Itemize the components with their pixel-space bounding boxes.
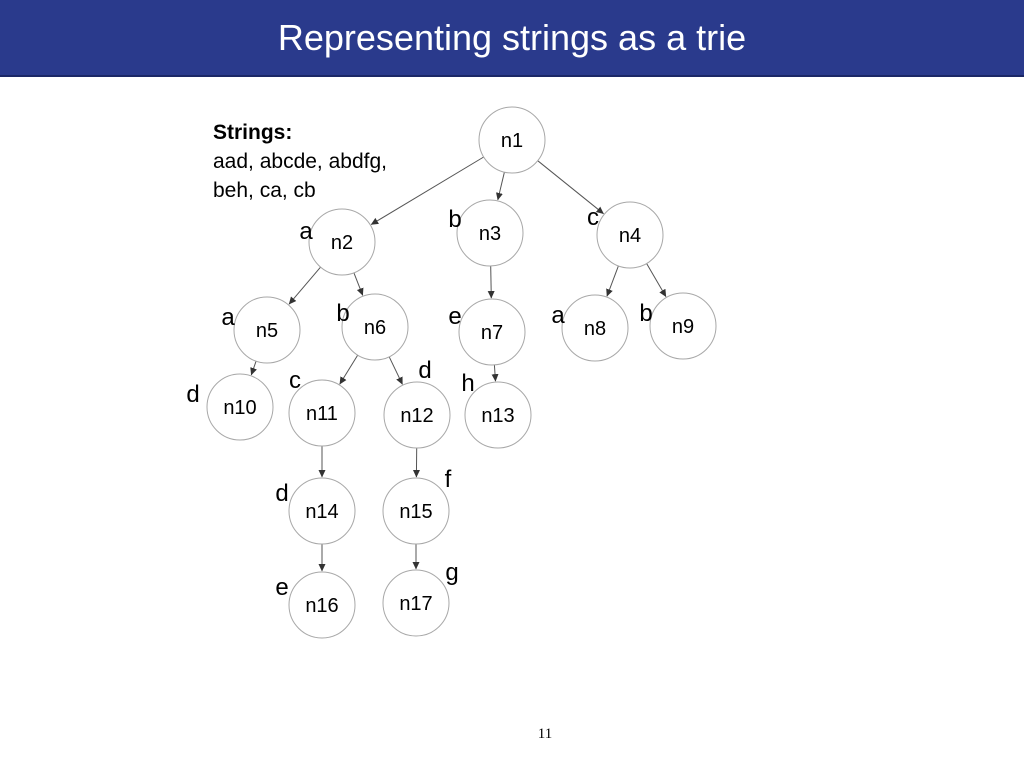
node-label-n15: n15	[399, 501, 432, 523]
node-n11: n11	[288, 379, 356, 447]
edge-n2-n6	[353, 272, 364, 296]
node-label-n9: n9	[672, 316, 694, 338]
edge-label-n5-n10: d	[186, 381, 199, 408]
edge-label-n4-n8: a	[551, 302, 565, 329]
node-n1: n1	[478, 106, 546, 174]
edge-label-n12-n15: f	[445, 466, 452, 493]
node-label-n8: n8	[584, 318, 606, 340]
node-label-n16: n16	[305, 595, 338, 617]
node-circle-n2	[308, 208, 376, 276]
node-n16: n16	[288, 571, 356, 639]
node-label-n5: n5	[256, 320, 278, 342]
strings-box: Strings: aad, abcde, abdfg, beh, ca, cb	[213, 118, 473, 205]
node-n10: n10	[206, 373, 274, 441]
edge-n7-n13	[491, 364, 499, 382]
edge-n6-n11	[339, 354, 359, 385]
node-n7: n7	[458, 298, 526, 366]
node-label-n1: n1	[501, 130, 523, 152]
node-label-n2: n2	[331, 232, 353, 254]
strings-line-1: aad, abcde, abdfg,	[213, 150, 387, 173]
node-n17: n17	[382, 569, 450, 637]
node-circle-n12	[383, 381, 451, 449]
edge-n1-n3	[496, 171, 505, 201]
edge-label-n14-n16: e	[275, 574, 288, 601]
edge-n1-n4	[537, 160, 604, 215]
edge-label-n11-n14: d	[275, 480, 288, 507]
node-circle-n6	[341, 293, 409, 361]
strings-heading: Strings:	[213, 121, 293, 144]
edge-label-n2-n5: a	[221, 304, 235, 331]
edge-n4-n8	[606, 265, 619, 297]
edge-labels-layer: a b c a b e a b d c d h d f e g	[186, 204, 652, 601]
node-circle-n15	[382, 477, 450, 545]
node-label-n6: n6	[364, 317, 386, 339]
node-label-n10: n10	[223, 397, 256, 419]
node-circle-n7	[458, 298, 526, 366]
edge-label-n1-n3: b	[448, 206, 461, 233]
node-label-n12: n12	[400, 405, 433, 427]
node-circle-n11	[288, 379, 356, 447]
node-circle-n8	[561, 294, 629, 362]
node-n14: n14	[288, 477, 356, 545]
node-label-n4: n4	[619, 225, 641, 247]
node-n6: n6	[341, 293, 409, 361]
node-circle-n16	[288, 571, 356, 639]
edge-label-n15-n17: g	[445, 559, 458, 586]
edges-layer	[250, 156, 667, 572]
edge-n5-n10	[250, 360, 257, 376]
edge-n4-n9	[646, 263, 667, 298]
title-bar: Representing strings as a trie	[0, 0, 1024, 77]
node-circle-n3	[456, 199, 524, 267]
node-n8: n8	[561, 294, 629, 362]
edge-label-n4-n9: b	[639, 300, 652, 327]
node-n13: n13	[464, 381, 532, 449]
edge-label-n2-n6: b	[336, 300, 349, 327]
node-circle-n5	[233, 296, 301, 364]
node-circle-n9	[649, 292, 717, 360]
page-number: 11	[537, 726, 553, 742]
edge-label-n1-n4: c	[587, 204, 599, 231]
node-label-n11: n11	[306, 403, 338, 425]
edge-n1-n2	[370, 156, 484, 225]
node-n5: n5	[233, 296, 301, 364]
edge-n6-n12	[388, 356, 403, 385]
node-label-n13: n13	[481, 405, 514, 427]
edge-n2-n5	[288, 266, 321, 305]
node-label-n17: n17	[399, 593, 432, 615]
node-label-n7: n7	[481, 322, 503, 344]
node-circle-n1	[478, 106, 546, 174]
edge-label-n6-n11: c	[289, 367, 301, 394]
node-n2: n2	[308, 208, 376, 276]
node-n4: n4	[596, 201, 664, 269]
node-n15: n15	[382, 477, 450, 545]
nodes-layer: n1 n2 n3 n4 n5 n6 n7 n8 n9 n10 n11 n12 n13 n14 n15 n16 n…	[206, 106, 717, 639]
node-label-n3: n3	[479, 223, 501, 245]
edge-n3-n7	[487, 265, 495, 299]
strings-line-2: beh, ca, cb	[213, 179, 316, 202]
edge-label-n3-n7: e	[448, 303, 461, 330]
node-n12: n12	[383, 381, 451, 449]
node-circle-n10	[206, 373, 274, 441]
node-label-n14: n14	[305, 501, 338, 523]
node-n3: n3	[456, 199, 524, 267]
node-n9: n9	[649, 292, 717, 360]
edge-label-n6-n12: d	[418, 357, 431, 384]
edge-label-n1-n2: a	[299, 218, 313, 245]
node-circle-n4	[596, 201, 664, 269]
edge-label-n7-n13: h	[461, 370, 474, 397]
node-circle-n14	[288, 477, 356, 545]
slide-title: Representing strings as a trie	[277, 17, 747, 58]
node-circle-n17	[382, 569, 450, 637]
node-circle-n13	[464, 381, 532, 449]
